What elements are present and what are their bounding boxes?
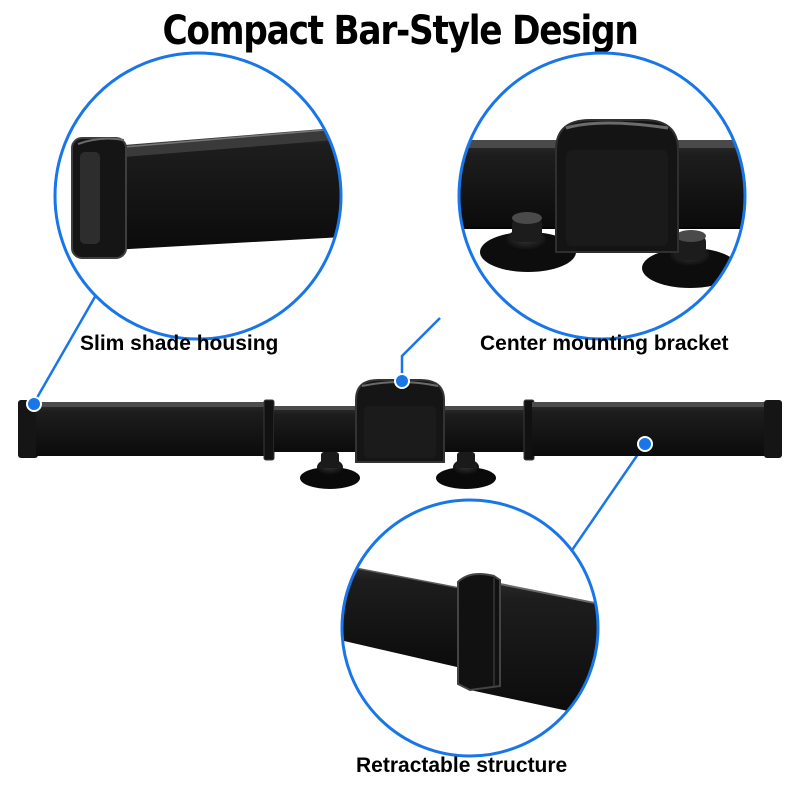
page-title: Compact Bar-Style Design: [162, 8, 638, 54]
callout-circle-bracket: [457, 51, 747, 341]
dot-bracket: [394, 373, 410, 389]
callout-circle-end-cap: [53, 51, 343, 341]
callout-label-center-mounting-bracket: Center mounting bracket: [480, 332, 729, 355]
callout-circle-joint: [340, 498, 600, 758]
dot-joint: [637, 436, 653, 452]
callout-connectors: [32, 294, 647, 557]
dot-end-cap: [26, 396, 42, 412]
callout-label-slim-shade-housing: Slim shade housing: [80, 332, 279, 355]
callout-label-retractable-structure: Retractable structure: [356, 754, 568, 777]
callout-dots: [26, 373, 653, 452]
main-product-bar: [18, 379, 782, 489]
